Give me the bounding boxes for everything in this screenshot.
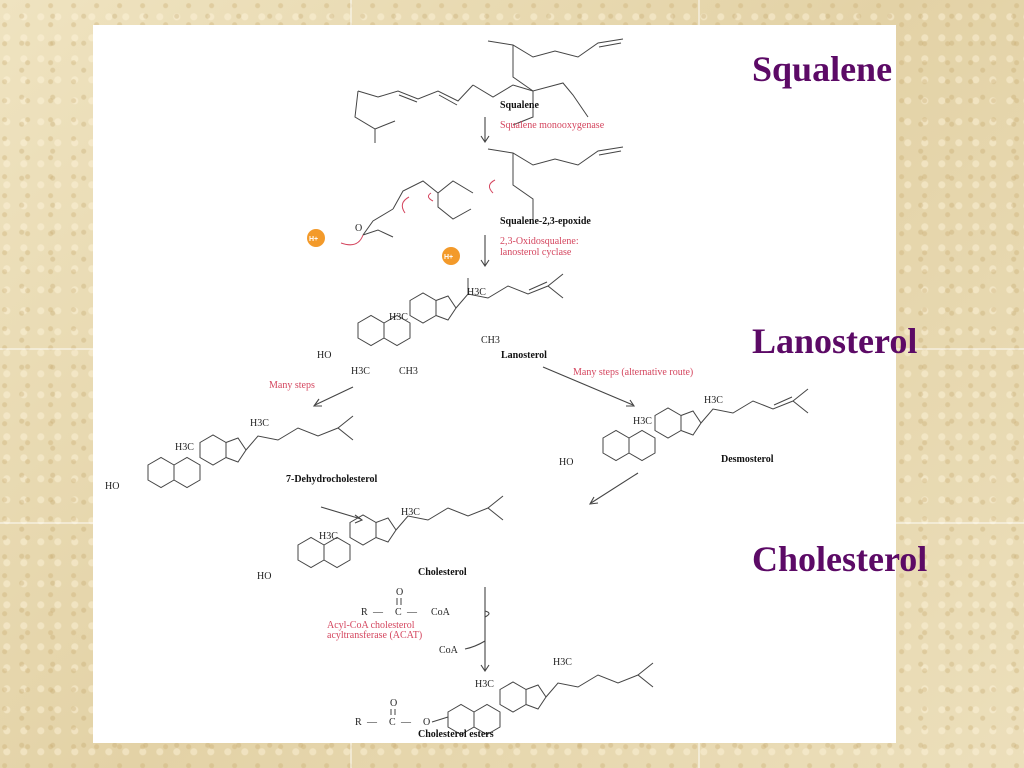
arrow-desmosterol-to-cholesterol: [590, 472, 639, 504]
svg-text:H+: H+: [444, 254, 453, 261]
svg-text:R: R: [361, 607, 368, 618]
svg-text:H3C: H3C: [175, 442, 194, 453]
epoxide-label: Squalene-2,3-epoxide: [500, 216, 591, 227]
side-label-lanosterol: Lanosterol: [752, 321, 918, 361]
svg-text:O: O: [396, 587, 403, 598]
svg-text:O: O: [355, 223, 362, 234]
pathway-diagram-panel: Squalene Squalene monooxygenase O Squale…: [93, 25, 896, 743]
h-plus-badge-1: [307, 229, 325, 247]
svg-text:O: O: [423, 717, 430, 728]
svg-text:H3C: H3C: [553, 657, 572, 668]
arrow-lanosterol-to-desmosterol: [542, 366, 634, 406]
many-steps-label: Many steps: [269, 380, 315, 391]
acat-label-line1: Acyl-CoA cholesterol: [327, 620, 415, 631]
cholesterol-esters-label: Cholesterol esters: [418, 729, 494, 740]
acat-label-line2: acyltransferase (ACAT): [327, 630, 422, 641]
svg-text:CoA: CoA: [439, 645, 459, 656]
svg-text:H3C: H3C: [704, 395, 723, 406]
7-dehydrocholesterol-structure: [147, 415, 354, 488]
svg-text:H3C: H3C: [319, 531, 338, 542]
epoxide-structure: [362, 146, 624, 238]
squalene-monooxygenase-label: Squalene monooxygenase: [500, 120, 605, 131]
desmosterol-label: Desmosterol: [721, 454, 774, 465]
svg-text:HO: HO: [317, 350, 331, 361]
svg-text:C: C: [389, 717, 396, 728]
squalene-label: Squalene: [500, 100, 539, 111]
cyclase-label-line1: 2,3-Oxidosqualene:: [500, 236, 579, 247]
svg-text:—: —: [400, 717, 412, 728]
svg-text:H3C: H3C: [351, 366, 370, 377]
svg-text:—: —: [372, 607, 384, 618]
svg-text:HO: HO: [559, 457, 573, 468]
arrow-lanosterol-to-7dhc: [314, 386, 354, 406]
svg-text:H3C: H3C: [250, 418, 269, 429]
svg-text:—: —: [366, 717, 378, 728]
cholesterol-structure: [297, 495, 504, 568]
many-steps-alt-label: Many steps (alternative route): [573, 367, 693, 378]
svg-text:H+: H+: [309, 236, 318, 243]
cholesterol-label: Cholesterol: [418, 567, 467, 578]
svg-text:—: —: [406, 607, 418, 618]
svg-text:C: C: [395, 607, 402, 618]
svg-text:H3C: H3C: [401, 507, 420, 518]
svg-text:O: O: [390, 698, 397, 709]
lanosterol-structure: [357, 273, 564, 346]
svg-text:H3C: H3C: [389, 312, 408, 323]
svg-text:HO: HO: [105, 481, 119, 492]
squalene-structure: [354, 38, 624, 143]
desmosterol-structure: [602, 388, 809, 461]
svg-text:HO: HO: [257, 571, 271, 582]
svg-text:H3C: H3C: [633, 416, 652, 427]
svg-text:CH3: CH3: [481, 335, 500, 346]
arrow-7dhc-to-cholesterol: [320, 506, 362, 520]
cholesterol-esters-structure: [447, 662, 654, 735]
svg-text:CH3: CH3: [399, 366, 418, 377]
lanosterol-label: Lanosterol: [501, 350, 547, 361]
svg-text:H3C: H3C: [467, 287, 486, 298]
7-dehydrocholesterol-label: 7-Dehydrocholesterol: [286, 474, 378, 485]
cholesterol-pathway-diagram: Squalene Squalene monooxygenase O Squale…: [105, 38, 809, 740]
svg-text:H3C: H3C: [475, 679, 494, 690]
side-label-cholesterol: Cholesterol: [752, 539, 928, 579]
svg-text:CoA: CoA: [431, 607, 451, 618]
side-label-squalene: Squalene: [752, 49, 893, 89]
cyclase-label-line2: lanosterol cyclase: [500, 247, 572, 258]
h-plus-badge-2: [442, 247, 460, 265]
svg-text:R: R: [355, 717, 362, 728]
